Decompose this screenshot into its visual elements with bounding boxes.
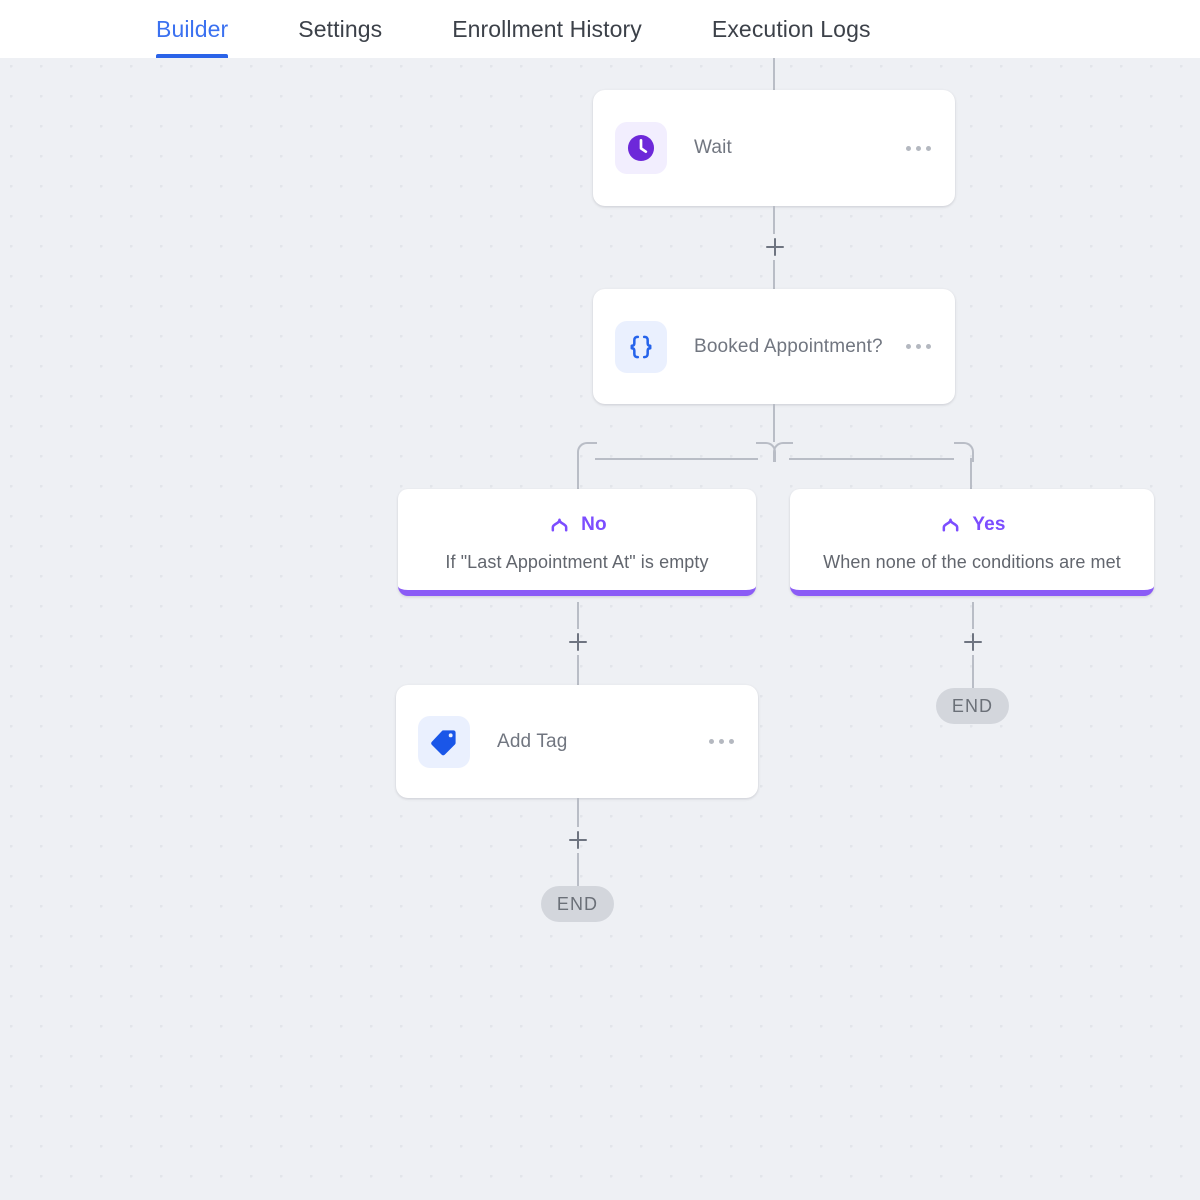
tag-icon bbox=[418, 715, 470, 768]
tab-execution-logs-label: Execution Logs bbox=[711, 15, 871, 42]
tab-settings-label: Settings bbox=[298, 15, 383, 42]
connector-horizontal-right bbox=[789, 458, 954, 460]
end-badge-no-path-label: END bbox=[556, 893, 599, 914]
node-wait[interactable]: Wait bbox=[593, 90, 955, 206]
add-step-after-yes-branch-button[interactable] bbox=[960, 629, 986, 655]
tab-spacer bbox=[642, 0, 712, 58]
branch-no-description: If "Last Appointment At" is empty bbox=[445, 552, 709, 572]
node-add-tag-menu-icon[interactable] bbox=[709, 739, 734, 744]
add-step-after-wait-button[interactable] bbox=[762, 234, 788, 260]
tab-enrollment-history[interactable]: Enrollment History bbox=[452, 0, 642, 58]
connector-horizontal-left bbox=[595, 458, 758, 460]
connector-plus-to-end-left bbox=[577, 853, 579, 886]
branch-fork-icon bbox=[938, 510, 963, 540]
node-wait-menu-icon[interactable] bbox=[906, 145, 931, 151]
connector-plus-to-end-right bbox=[972, 655, 974, 688]
branch-card-no[interactable]: No If "Last Appointment At" is empty bbox=[398, 489, 756, 596]
branch-card-yes[interactable]: Yes When none of the conditions are met bbox=[790, 489, 1154, 596]
node-condition-menu-icon[interactable] bbox=[906, 344, 931, 349]
tab-list: Builder Settings Enrollment History Exec… bbox=[156, 0, 871, 58]
connector-corner-left-down bbox=[577, 442, 597, 462]
connector-add-tag-to-plus bbox=[577, 798, 579, 827]
connector-corner-right-down bbox=[954, 442, 974, 462]
tab-execution-logs[interactable]: Execution Logs bbox=[712, 0, 871, 58]
connector-yes-branch-to-plus bbox=[972, 602, 974, 629]
node-booked-appointment-condition[interactable]: Booked Appointment? bbox=[593, 289, 955, 404]
end-badge-yes-path-label: END bbox=[951, 695, 994, 716]
connector-down-to-no-branch bbox=[577, 458, 579, 489]
connector-wait-to-plus bbox=[773, 206, 775, 234]
branch-yes-header: Yes bbox=[938, 510, 1005, 540]
branch-no-header: No bbox=[547, 510, 607, 540]
tab-enrollment-history-label: Enrollment History bbox=[452, 15, 642, 42]
add-step-after-add-tag-button[interactable] bbox=[565, 827, 591, 853]
header-tab-bar: Builder Settings Enrollment History Exec… bbox=[0, 0, 1200, 58]
end-badge-yes-path[interactable]: END bbox=[936, 688, 1009, 724]
branch-fork-icon bbox=[547, 510, 572, 540]
node-condition-label: Booked Appointment? bbox=[694, 335, 883, 357]
connector-corner-to-right bbox=[773, 442, 793, 462]
node-add-tag[interactable]: Add Tag bbox=[396, 685, 758, 798]
connector-condition-stem bbox=[773, 404, 775, 442]
end-badge-no-path[interactable]: END bbox=[541, 886, 614, 922]
clock-icon bbox=[615, 122, 667, 174]
branch-yes-title: Yes bbox=[972, 514, 1006, 535]
tab-builder[interactable]: Builder bbox=[156, 0, 229, 58]
connector-down-to-yes-branch bbox=[970, 458, 972, 489]
tab-builder-label: Builder bbox=[156, 15, 229, 42]
branch-no-title: No bbox=[581, 514, 607, 535]
node-add-tag-label: Add Tag bbox=[497, 730, 568, 752]
node-wait-label: Wait bbox=[694, 137, 732, 158]
code-braces-icon bbox=[615, 320, 667, 373]
tab-settings[interactable]: Settings bbox=[298, 0, 382, 58]
tab-spacer bbox=[382, 0, 452, 58]
workflow-canvas[interactable]: Wait Booked Appointment? bbox=[0, 58, 1200, 1200]
connector-no-branch-to-plus bbox=[577, 602, 579, 629]
connector-top-into-wait bbox=[773, 58, 775, 90]
connector-plus-to-condition bbox=[773, 260, 775, 289]
add-step-after-no-branch-button[interactable] bbox=[565, 629, 591, 655]
branch-yes-description: When none of the conditions are met bbox=[823, 552, 1121, 572]
connector-plus-to-add-tag bbox=[577, 655, 579, 685]
tab-spacer bbox=[228, 0, 298, 58]
